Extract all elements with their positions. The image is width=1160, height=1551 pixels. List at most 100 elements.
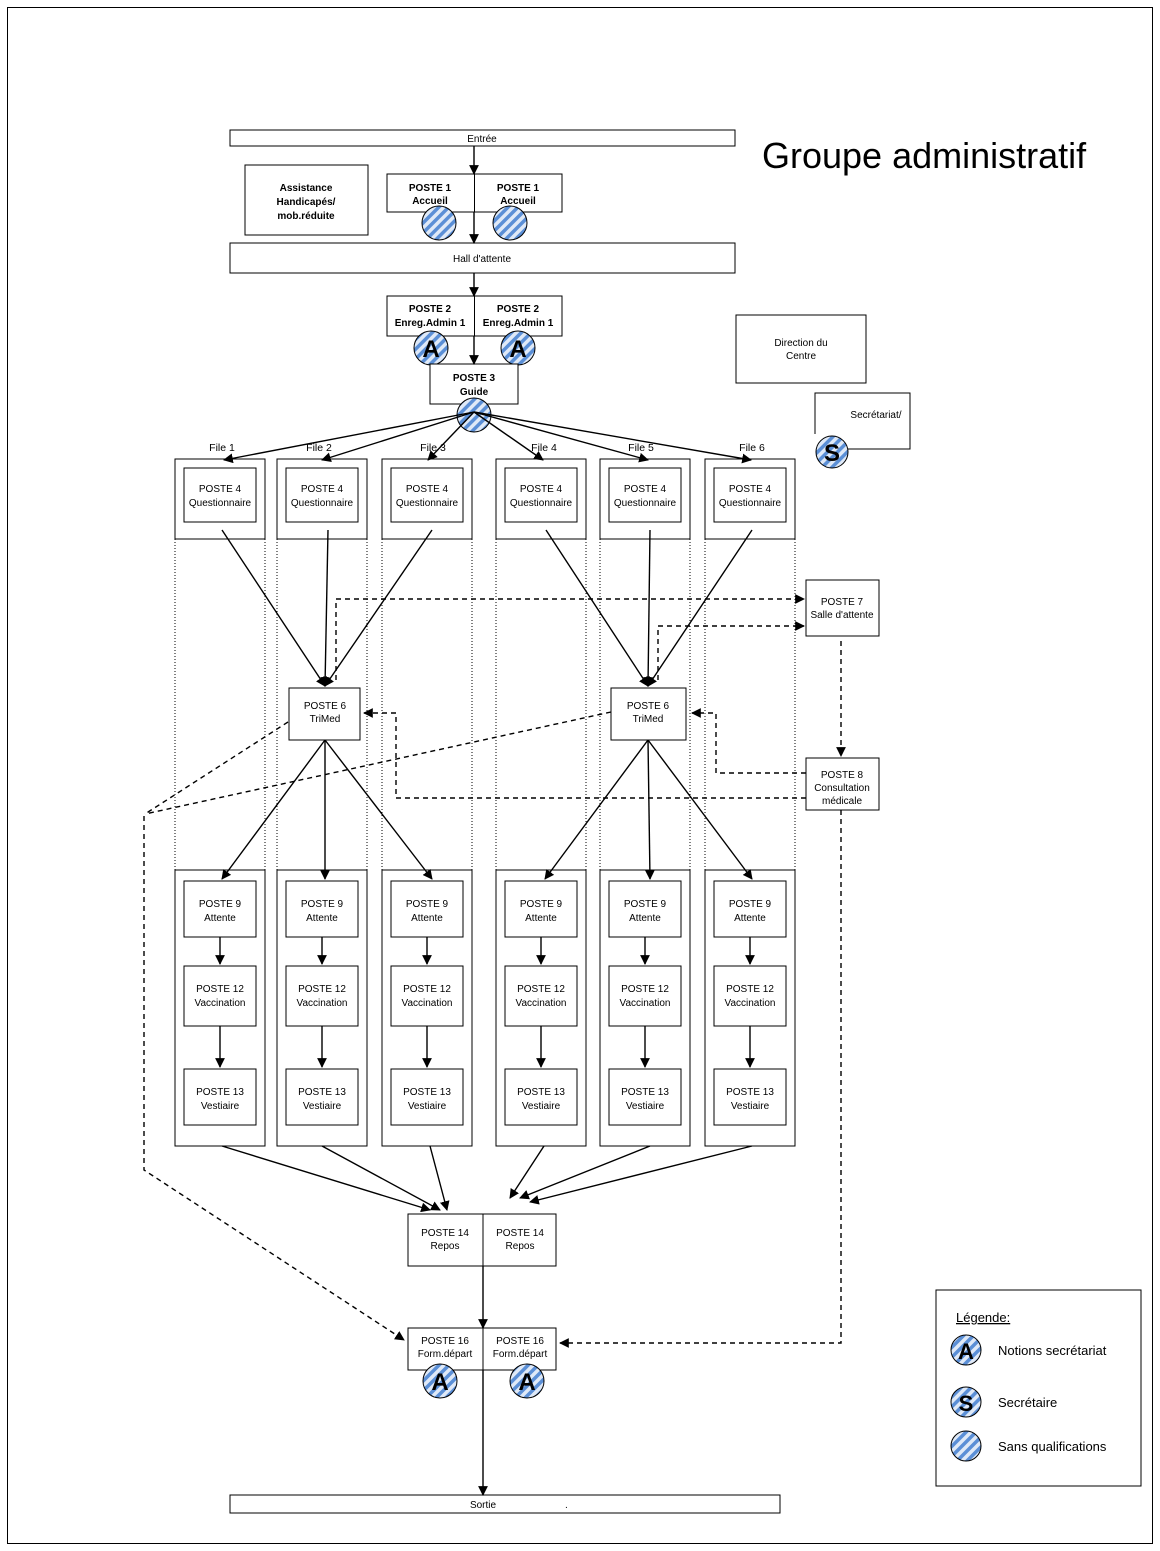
assistance-line3: mob.réduite	[277, 211, 335, 222]
poste4-sub: Questionnaire	[510, 498, 573, 509]
a-badge-letter: A	[518, 1369, 535, 1396]
direction-line2: Centre	[786, 351, 816, 362]
a-badge-letter: A	[431, 1369, 448, 1396]
poste9-box	[390, 880, 464, 938]
poste12-sub: Vaccination	[195, 998, 246, 1009]
s-badge-letter: S	[824, 440, 840, 467]
hatch-badge-icon	[421, 205, 457, 241]
poste9-box	[608, 880, 682, 938]
poste2-left-title: POSTE 2	[409, 304, 452, 315]
poste13-box	[285, 1068, 359, 1126]
page-title: Groupe administratif	[762, 135, 1087, 176]
poste4-box	[390, 467, 464, 523]
poste4-title: POSTE 4	[199, 484, 242, 495]
legend-item-notions: Notions secrétariat	[998, 1343, 1107, 1358]
poste6-right-box	[610, 687, 687, 741]
poste4-box	[504, 467, 578, 523]
poste9-title: POSTE 9	[729, 899, 772, 910]
poste13-title: POSTE 13	[196, 1087, 244, 1098]
poste13-title: POSTE 13	[517, 1087, 565, 1098]
poste13-box	[608, 1068, 682, 1126]
poste16-left-sub: Form.départ	[418, 1349, 473, 1360]
poste12-sub: Vaccination	[620, 998, 671, 1009]
poste9-sub: Attente	[306, 913, 338, 924]
poste4-title: POSTE 4	[301, 484, 344, 495]
poste1-right-title: POSTE 1	[497, 183, 540, 194]
poste9-box	[713, 880, 787, 938]
poste12-box	[285, 965, 359, 1027]
poste9-sub: Attente	[629, 913, 661, 924]
poste9-sub: Attente	[204, 913, 236, 924]
poste14-box	[407, 1213, 557, 1267]
poste12-box	[183, 965, 257, 1027]
secretariat-box	[814, 392, 911, 450]
poste14-right-sub: Repos	[506, 1241, 535, 1252]
poste3-sub: Guide	[460, 387, 489, 398]
hall-label: Hall d'attente	[453, 254, 511, 265]
poste9-title: POSTE 9	[301, 899, 344, 910]
poste16-left-title: POSTE 16	[421, 1336, 469, 1347]
poste6-left-sub: TriMed	[310, 714, 341, 725]
poste9-title: POSTE 9	[520, 899, 563, 910]
s-badge-letter: S	[959, 1391, 974, 1416]
direction-line1: Direction du	[774, 338, 827, 349]
poste6-left-box	[288, 687, 361, 741]
poste13-box	[504, 1068, 578, 1126]
a-badge-letter: A	[958, 1339, 974, 1364]
poste16-right-sub: Form.départ	[493, 1349, 548, 1360]
poste16-right-title: POSTE 16	[496, 1336, 544, 1347]
poste9-box	[504, 880, 578, 938]
file-label: File 2	[306, 442, 332, 454]
s-badge-icon	[950, 1386, 982, 1418]
poste12-sub: Vaccination	[402, 998, 453, 1009]
poste13-sub: Vestiaire	[731, 1101, 770, 1112]
legend-item-sans: Sans qualifications	[998, 1439, 1107, 1454]
poste12-title: POSTE 12	[726, 984, 774, 995]
assistance-box	[244, 164, 369, 236]
poste9-sub: Attente	[525, 913, 557, 924]
poste4-sub: Questionnaire	[189, 498, 252, 509]
poste4-title: POSTE 4	[624, 484, 667, 495]
poste4-title: POSTE 4	[729, 484, 772, 495]
poste16-box	[407, 1327, 557, 1371]
poste8-box	[805, 757, 880, 811]
poste13-sub: Vestiaire	[626, 1101, 665, 1112]
secretariat-label: Secrétariat/	[850, 410, 901, 421]
legend-item-secretaire: Secrétaire	[998, 1395, 1057, 1410]
assistance-line2: Handicapés/	[277, 197, 336, 208]
poste4-title: POSTE 4	[406, 484, 449, 495]
poste13-sub: Vestiaire	[522, 1101, 561, 1112]
hatch-badge-icon	[492, 205, 528, 241]
poste9-title: POSTE 9	[406, 899, 449, 910]
poste13-title: POSTE 13	[403, 1087, 451, 1098]
poste6-right-title: POSTE 6	[627, 701, 670, 712]
poste4-sub: Questionnaire	[291, 498, 354, 509]
poste12-box	[504, 965, 578, 1027]
file-label: File 3	[420, 442, 446, 454]
poste4-sub: Questionnaire	[719, 498, 782, 509]
poste6-right-sub: TriMed	[633, 714, 664, 725]
poste8-line3: médicale	[822, 796, 862, 807]
poste14-left-title: POSTE 14	[421, 1228, 469, 1239]
poste4-box	[608, 467, 682, 523]
a-badge-letter: A	[509, 336, 526, 363]
poste7-title: POSTE 7	[821, 597, 864, 608]
poste13-sub: Vestiaire	[408, 1101, 447, 1112]
poste12-box	[713, 965, 787, 1027]
poste12-title: POSTE 12	[196, 984, 244, 995]
poste2-right-sub: Enreg.Admin 1	[483, 318, 554, 329]
poste4-sub: Questionnaire	[614, 498, 677, 509]
poste2-right-title: POSTE 2	[497, 304, 540, 315]
poste12-sub: Vaccination	[297, 998, 348, 1009]
sortie-bar	[229, 1494, 781, 1514]
file-label: File 1	[209, 442, 235, 454]
poste9-sub: Attente	[411, 913, 443, 924]
poste12-title: POSTE 12	[621, 984, 669, 995]
a-badge-icon	[422, 1363, 458, 1399]
poste1-left-sub: Accueil	[412, 196, 448, 207]
poste1-left-title: POSTE 1	[409, 183, 452, 194]
poste12-sub: Vaccination	[516, 998, 567, 1009]
poste1-right-sub: Accueil	[500, 196, 536, 207]
sortie-dot: .	[565, 1500, 568, 1511]
poste12-title: POSTE 12	[298, 984, 346, 995]
